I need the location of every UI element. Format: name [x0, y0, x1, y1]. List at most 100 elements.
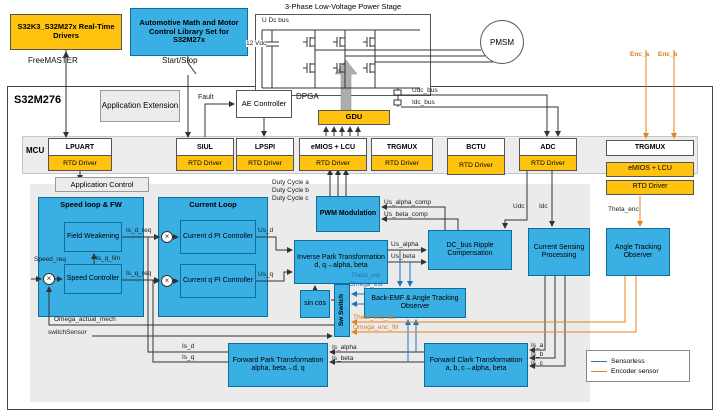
current-q-sum-junction: × [161, 275, 173, 287]
adc-rtd-driver: RTD Driver [519, 156, 577, 171]
inverter-schematic [261, 29, 493, 107]
label-switch-sensor: switchSensor [48, 329, 87, 336]
encoder-line-sample [591, 370, 607, 372]
label-is-a: Is_a [531, 342, 544, 349]
gdu-box: GDU [318, 110, 390, 125]
application-extension-label: Application Extension [101, 101, 179, 111]
speed-loop-title: Speed loop & FW [60, 200, 122, 209]
angle-tracking-observer-block: Angle Tracking Observer [606, 228, 670, 276]
current-sensing-block: Current Sensing Processing [528, 228, 590, 276]
label-us-d: Us_d [258, 227, 274, 234]
pwm-modulation-block: PWM Modulation [316, 196, 380, 232]
u-dc-bus-label: U Dc bus [262, 17, 289, 24]
emios-lcu-name: eMIOS + LCU [299, 138, 367, 156]
ae-controller-box: AE Controller [236, 90, 292, 118]
label-idc: Idc [539, 203, 548, 210]
peripheral-lpuart: LPUART RTD Driver [48, 138, 112, 171]
trgmux-right-name: TRGMUX [634, 143, 666, 151]
current-sensing-label: Current Sensing Processing [533, 244, 585, 259]
legend: Sensorless Encoder sensor [586, 350, 690, 382]
peripheral-lpspi: LPSPI RTD Driver [236, 138, 294, 171]
sw-switch-label: Sw Switch [338, 294, 346, 327]
label-omega-actual-mech: Omega_actual_mech [54, 316, 116, 323]
legend-encoder-label: Encoder sensor [611, 367, 659, 375]
pmsm-label: PMSM [490, 37, 514, 47]
label-speed-req: Speed_req [34, 256, 66, 263]
legend-sensorless: Sensorless [591, 358, 685, 365]
label-is-beta: Is_beta [332, 355, 354, 362]
rtd-drivers-label: S32K3_S32M27x Real-Time Drivers [17, 22, 115, 40]
back-emf-observer-block: Back-EMF & Angle Tracking Observer [364, 288, 466, 318]
amcl-label: Automotive Math and Motor Control Librar… [139, 18, 239, 45]
label-us-beta: Us_beta [391, 253, 416, 260]
siul-name: SIUL [176, 138, 234, 156]
label-duty-cycle-b: Duty Cycle b [272, 187, 309, 194]
adc-name: ADC [519, 138, 577, 156]
inverse-park-label: Inverse Park Transformation d, q→alpha, … [297, 254, 385, 269]
label-us-beta-comp: Us_beta_comp [384, 211, 428, 218]
forward-park-label: Forward Park Transformation alpha, beta→… [232, 357, 324, 372]
label-is-d: Is_d [182, 343, 195, 350]
speed-controller-label: Speed Controller [66, 275, 120, 283]
label-is-b: Is_b [531, 351, 544, 358]
current-q-pi-block: Current q PI Controller [180, 264, 256, 298]
label-is-q-req: Is_q_req [126, 270, 152, 277]
dc-bus-ripple-label: DC_bus Ripple Compensation [446, 242, 494, 257]
current-d-pi-label: Current d PI Controller [182, 233, 254, 241]
label-us-q: Us_q [258, 271, 274, 278]
dpga-label: DPGA [296, 92, 319, 101]
lpuart-rtd-driver: RTD Driver [48, 156, 112, 171]
enc-b-label: Enc_b [658, 51, 678, 58]
label-is-q: Is_q [182, 354, 195, 361]
sensorless-line-sample [591, 360, 607, 362]
amcl-box: Automotive Math and Motor Control Librar… [130, 8, 248, 56]
field-weakening-block: Field Weakening [64, 222, 122, 252]
sum-x: × [46, 274, 52, 283]
supply-12vdc-label: 12 Vdc [246, 40, 267, 47]
current-d-pi-block: Current d PI Controller [180, 220, 256, 254]
peripheral-adc: ADC RTD Driver [519, 138, 577, 171]
peripheral-siul: SIUL RTD Driver [176, 138, 234, 171]
gdu-label: GDU [345, 112, 363, 122]
sw-switch-block: Sw Switch [334, 284, 350, 337]
power-stage-title: 3-Phase Low-Voltage Power Stage [284, 2, 402, 11]
sum-x: × [164, 232, 170, 241]
inverse-park-block: Inverse Park Transformation d, q→alpha, … [294, 240, 388, 284]
label-theta-est: Theta_est [351, 272, 380, 279]
legend-encoder: Encoder sensor [591, 368, 685, 375]
bctu-rtd-driver: RTD Driver [447, 156, 505, 175]
freemaster-label: FreeMASTER [28, 56, 78, 65]
forward-clark-label: Forward Clark Transformation a, b, c→alp… [429, 357, 523, 372]
label-omega-enc-filt: Omega_enc_filt [353, 324, 399, 331]
label-duty-cycle-a: Duty Cycle a [272, 179, 309, 186]
angle-tracking-observer-label: Angle Tracking Observer [614, 244, 662, 259]
rtd-drivers-box: S32K3_S32M27x Real-Time Drivers [10, 14, 122, 50]
enc-a-label: Enc_a [630, 51, 650, 58]
legend-sensorless-label: Sensorless [611, 357, 645, 365]
current-d-sum-junction: × [161, 231, 173, 243]
lpuart-name: LPUART [48, 138, 112, 156]
fault-label: Fault [198, 94, 214, 101]
speed-controller-block: Speed Controller [64, 264, 122, 294]
label-is-q-lim: Is_q_lim [96, 255, 121, 262]
control-wires [31, 50, 566, 369]
label-duty-cycle-c: Duty Cycle c [272, 195, 309, 202]
emios-lcu-right-box: eMIOS + LCU [606, 162, 694, 177]
label-is-alpha: Is_alpha [332, 344, 357, 351]
sin-cos-label: sin cos [304, 300, 326, 308]
peripheral-emios-lcu: eMIOS + LCU RTD Driver [299, 138, 367, 171]
encoder-wires [351, 50, 677, 335]
speed-sum-junction: × [43, 273, 55, 285]
peripheral-trgmux-right: TRGMUX [606, 140, 694, 156]
field-weakening-label: Field Weakening [66, 233, 119, 241]
application-extension-box: Application Extension [100, 90, 180, 122]
dpga-arrow [334, 59, 358, 113]
pmsm-motor: PMSM [480, 20, 524, 64]
application-control-box: Application Control [55, 177, 149, 192]
lpspi-rtd-driver: RTD Driver [236, 156, 294, 171]
lpspi-name: LPSPI [236, 138, 294, 156]
forward-park-block: Forward Park Transformation alpha, beta→… [228, 343, 328, 387]
sum-x: × [164, 276, 170, 285]
